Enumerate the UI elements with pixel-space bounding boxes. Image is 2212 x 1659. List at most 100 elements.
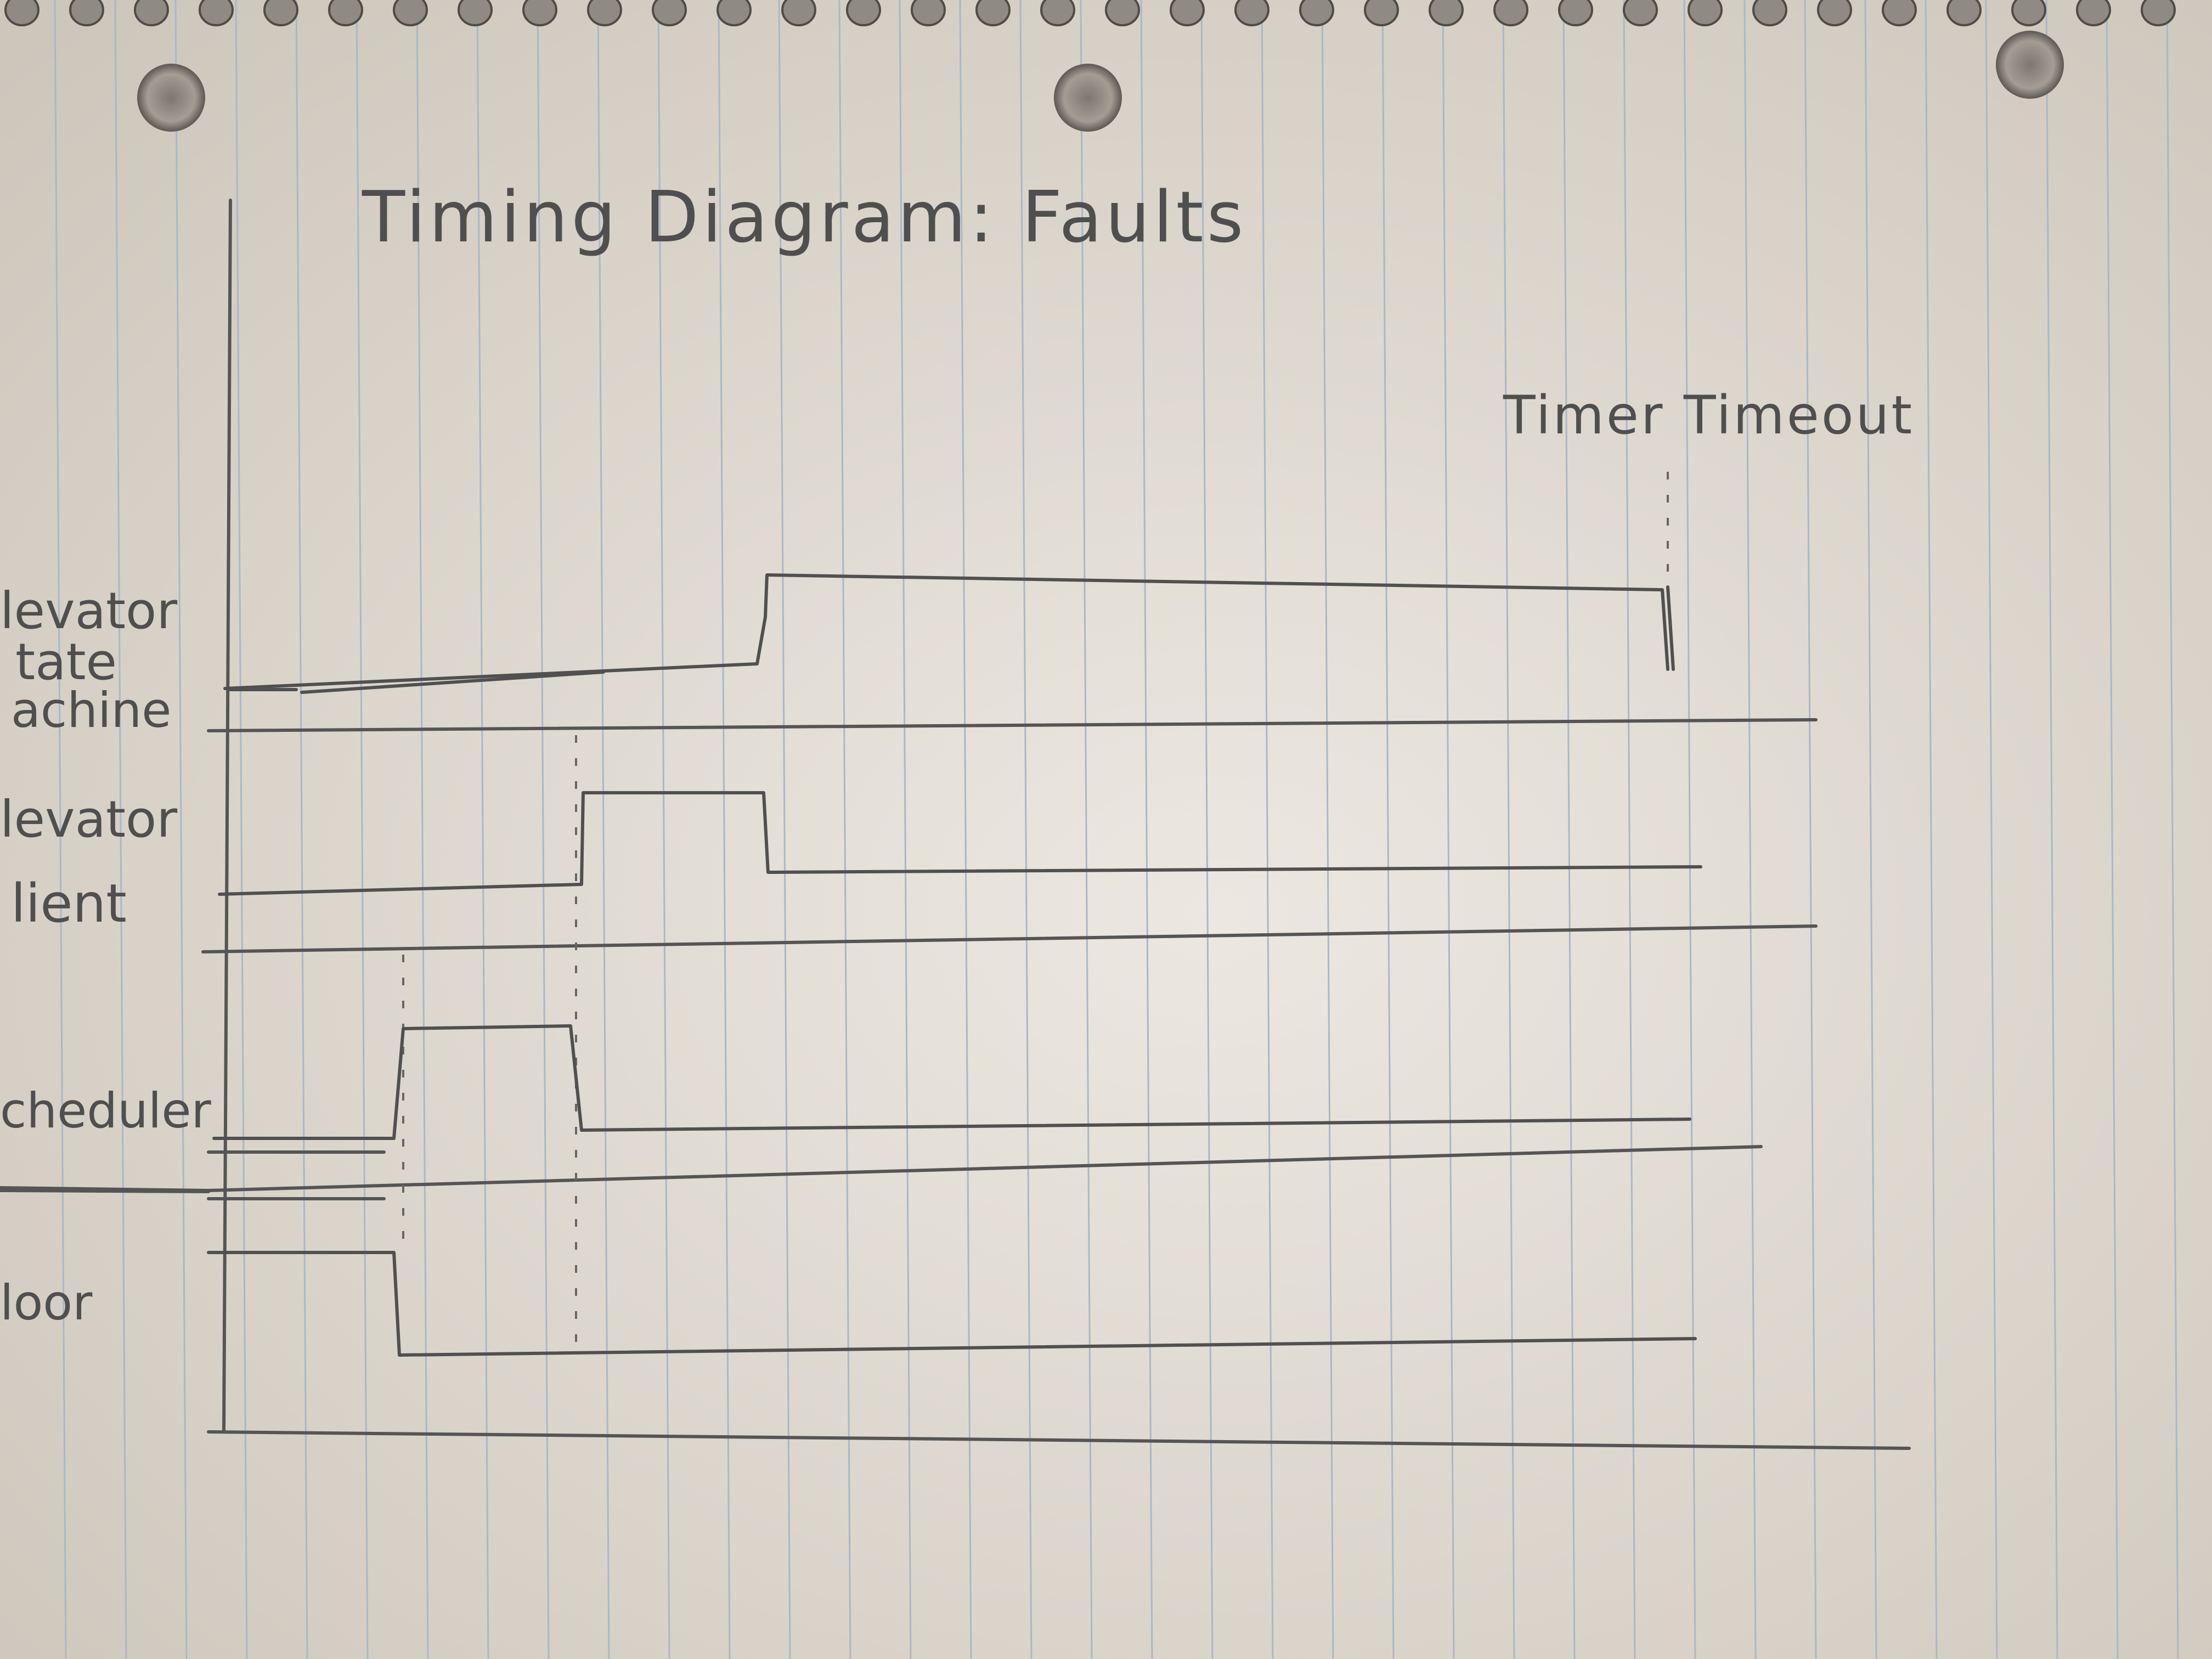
row-label-line: achine [11,682,171,738]
row-label-elevator-state-machine: levator tate achine [0,582,177,738]
rule-line [1080,0,1093,1659]
rule-line [537,0,550,1659]
spiral-ring [1946,0,1982,26]
spiral-ring [975,0,1011,26]
rule-line [778,0,791,1659]
spiral-ring [2076,0,2111,26]
spiral-ring [2141,0,2176,26]
spiral-ring [1752,0,1787,26]
rule-line [174,0,188,1659]
spiral-ring [328,0,363,26]
spiral-ring [1299,0,1334,26]
rule-line [657,0,670,1659]
spiral-ring [1105,0,1140,26]
label-underline [0,1189,210,1193]
rule-line [1925,0,1938,1659]
rule-line [476,0,489,1659]
spiral-ring [781,0,816,26]
spiral-ring [1558,0,1593,26]
rule-line [1261,0,1274,1659]
rule-line [2106,0,2119,1659]
spiral-ring [1817,0,1852,26]
diagram-title: Timing Diagram: Faults [362,177,1246,258]
row-label-line: cheduler [0,1082,212,1139]
spiral-ring [522,0,557,26]
spiral-ring [1493,0,1528,26]
row-label-line: tate [15,633,117,691]
row-label-line: lient [11,873,127,934]
spiral-ring [263,0,298,26]
row-label-floor: loor [0,1274,93,1331]
rule-line [54,0,67,1659]
spiral-ring [1170,0,1205,26]
row-label-elevator-client: levator lient [0,790,177,934]
timer-timeout-label: Timer Timeout [1503,385,1914,446]
spiral-ring [2011,0,2046,26]
spiral-ring [1234,0,1269,26]
spiral-ring [1623,0,1658,26]
spiral-ring [134,0,169,26]
rule-line [1200,0,1214,1659]
rule-line [356,0,369,1659]
row-separator-1 [207,718,1818,732]
spiral-ring [716,0,752,26]
rule-line [1502,0,1515,1659]
rule-line [2045,0,2058,1659]
rule-line [416,0,429,1659]
spiral-ring [652,0,687,26]
spiral-ring [199,0,234,26]
rule-line [2166,0,2179,1659]
row-label-scheduler: cheduler [0,1082,212,1139]
spiral-ring [587,0,622,26]
spiral-ring [1040,0,1075,26]
rule-line [1321,0,1334,1659]
signal-scheduler [212,1024,1691,1140]
timeout-marker [1666,585,1675,671]
signal-elevator-state-machine [223,573,1669,694]
row-label-line: levator [0,790,177,849]
rule-line [1140,0,1153,1659]
spiral-ring [1429,0,1464,26]
spiral-binding [4,0,2176,26]
signal-floor [207,1251,1697,1357]
punch-hole-middle [1054,64,1122,132]
spiral-ring [393,0,428,26]
rule-line [235,0,248,1659]
spiral-ring [1882,0,1917,26]
row-label-line: loor [0,1274,93,1331]
rule-line [1683,0,1696,1659]
spiral-ring [458,0,493,26]
rule-line [295,0,308,1659]
spiral-ring [911,0,946,26]
rule-line [597,0,610,1659]
rule-line [1019,0,1032,1659]
punch-hole-right [1996,31,2064,99]
rule-line [1985,0,1998,1659]
spiral-ring [1688,0,1723,26]
spiral-ring [4,0,40,26]
scheduler-extra-lines [207,1150,386,1200]
rule-line [1562,0,1576,1659]
row-separator-2 [201,924,1818,953]
rule-line [1623,0,1636,1659]
row-label-line: levator [0,582,177,640]
rule-line [1864,0,1877,1659]
rule-line [114,0,127,1659]
rule-line [1442,0,1455,1659]
rule-line [1804,0,1817,1659]
signal-elevator-client [218,791,1702,896]
spiral-ring [69,0,104,26]
punch-hole-left [137,64,205,132]
rule-line [718,0,731,1659]
vertical-axis [222,199,232,1434]
rule-line [959,0,972,1659]
rule-line [899,0,912,1659]
spiral-ring [1364,0,1399,26]
bottom-baseline [207,1430,1911,1450]
spiral-ring [846,0,881,26]
rule-line [838,0,851,1659]
notebook-rules [54,0,2179,1659]
rule-line [1743,0,1757,1659]
